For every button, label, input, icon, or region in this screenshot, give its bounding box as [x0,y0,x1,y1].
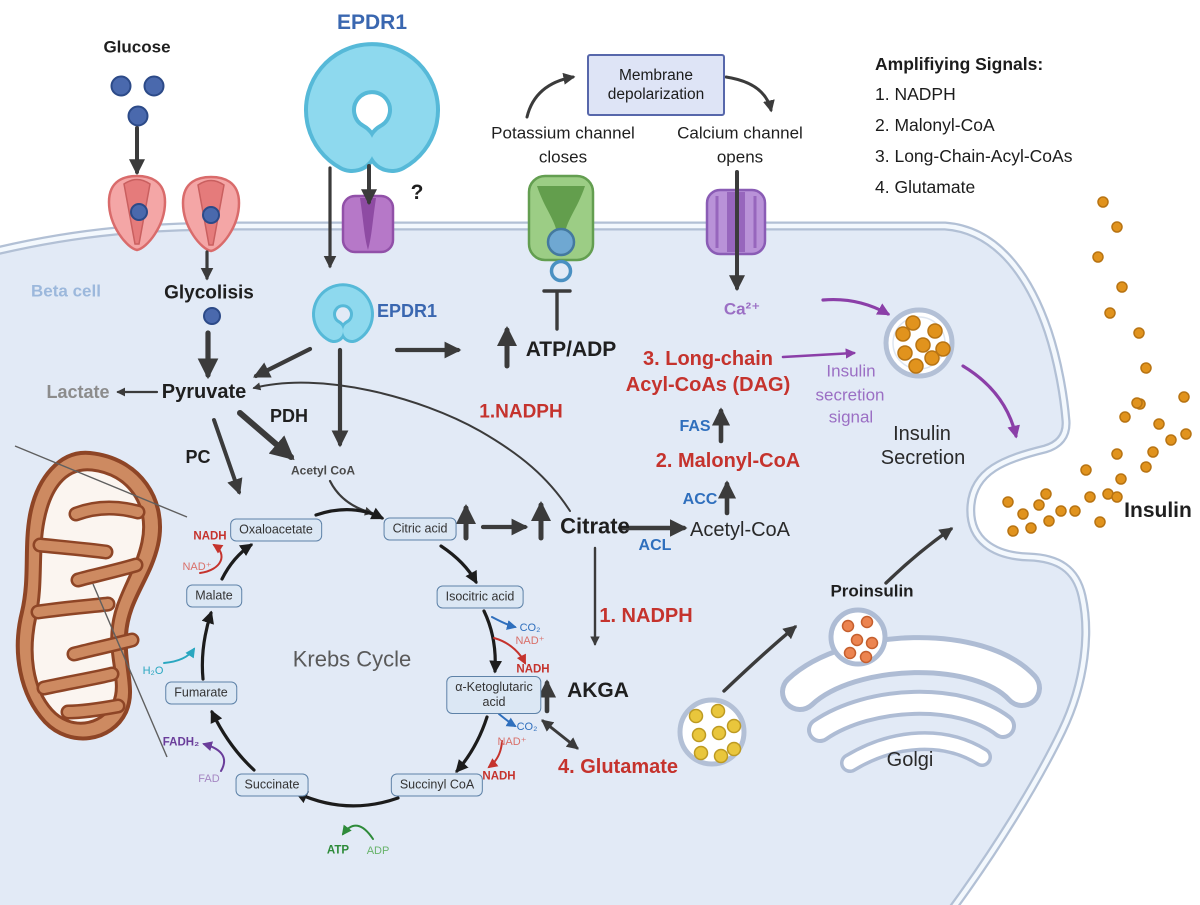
pathway-arrows [116,72,954,750]
nad-malate-label: NAD⁺ [182,560,212,573]
atp-adp-label: ATP/ADP [525,338,617,362]
long-chain-label2: Acyl-CoAs (DAG) [625,373,791,396]
co2-akg-label: CO₂ [516,720,538,733]
pdh-label: PDH [269,405,309,426]
pyruvate-label: Pyruvate [161,380,247,403]
legend-item: 4. Glutamate [875,177,976,197]
glucose-transporter-icon [107,174,241,253]
insulin-secretion-label: Insulin [893,422,951,445]
immature-vesicle [677,697,747,767]
calcium-channel-label: Calcium channel [677,123,803,143]
isocitric-acid-node: Isocitric acid [436,585,524,609]
malate-node: Malate [186,584,242,608]
mitochondria-callout-lines [14,445,188,758]
golgi-icon [780,635,1042,773]
atp-label: ATP [326,844,350,857]
long-chain-label: 3. Long-chain [643,347,773,370]
fadh2-label: FADH₂ [162,736,200,749]
succinyl-coa-node: Succinyl CoA [390,773,484,797]
nad-akg-label: NAD⁺ [497,735,527,748]
nadh-akg-label: NADH [482,770,516,783]
insulin-granule-vesicle [883,307,955,379]
insulin-signal-label: Insulin [826,361,876,381]
co2-isocitrate-label: CO₂ [519,621,541,634]
akg-line1: α-Ketoglutaric [455,680,533,694]
nadh-malate-label: NADH [193,530,227,543]
glycolysis-label: Glycolisis [164,282,254,304]
legend-item: 1. NADPH [875,84,956,104]
nadh-isocitrate-label: NADH [516,663,550,676]
insulin-signal-label3: signal [828,407,874,427]
amplifying-signals-legend: Amplifiying Signals: 1. NADPH 2. Malonyl… [875,54,1072,208]
acc-label: ACC [682,491,718,509]
epdr1-top-label: EPDR1 [336,11,408,35]
krebs-cycle-title: Krebs Cycle [292,646,412,672]
nad-isocitrate-label: NAD⁺ [515,634,545,647]
potassium-channel-icon [527,174,595,283]
calcium-ion-label: Ca²⁺ [723,299,761,319]
glucose-label: Glucose [103,37,171,57]
pc-label: PC [185,446,211,467]
proinsulin-vesicle [828,607,888,667]
succinate-node: Succinate [235,773,309,797]
akg-line2: acid [482,695,506,709]
fumarate-node: Fumarate [165,681,237,705]
unknown-transporter-icon [341,194,395,254]
nadph-citrate-label: 1. NADPH [599,604,693,627]
citric-acid-node: Citric acid [383,517,457,541]
glucose-molecules [110,75,221,325]
acetyl-coa-cyto-label: Acetyl-CoA [689,518,791,541]
golgi-label: Golgi [886,748,934,771]
fas-label: FAS [679,418,711,436]
membrane-depolarization-line1: Membrane [618,66,694,84]
oxaloacetate-node: Oxaloacetate [230,518,322,542]
potassium-channel-label: Potassium channel [491,123,635,143]
adp-label: ADP [366,844,390,857]
krebs-cycle-arrows [200,507,503,808]
mitochondria-icon [15,450,162,741]
potassium-channel-label2: closes [538,147,588,167]
insulin-molecule-dots [1002,196,1192,537]
proinsulin-label: Proinsulin [830,581,914,601]
lactate-label: Lactate [46,381,110,402]
h2o-label: H₂O [142,664,164,677]
calcium-channel-label2: opens [716,147,764,167]
beta-cell-label: Beta cell [31,281,101,301]
fad-label: FAD [198,772,220,785]
cofactor-arrows [163,543,526,840]
legend-title: Amplifiying Signals: [875,54,1044,74]
legend-item: 3. Long-Chain-Acyl-CoAs [875,146,1073,166]
glutamate-label: 4. Glutamate [557,755,679,778]
epdr1-protein-icon [304,42,440,343]
membrane-depolarization-box: Membrane depolarization [587,54,725,116]
citrate-label: Citrate [560,513,630,539]
secretion-signal-arrows [781,297,1020,439]
question-mark-label: ? [410,181,424,205]
acetyl-coa-mito-label: Acetyl CoA [290,463,356,478]
insulin-secretion-label2: Secretion [880,446,966,469]
insulin-signal-label2: secretion [815,385,885,405]
akga-label: AKGA [567,679,629,703]
epdr1-inner-label: EPDR1 [376,300,438,321]
legend-item: 2. Malonyl-CoA [875,115,995,135]
insulin-label: Insulin [1124,499,1192,523]
acl-label: ACL [638,537,672,555]
nadph-cycle-label: 1.NADPH [479,401,563,423]
membrane-depolarization-line2: depolarization [607,86,705,103]
malonyl-coa-label: 2. Malonyl-CoA [655,449,801,472]
